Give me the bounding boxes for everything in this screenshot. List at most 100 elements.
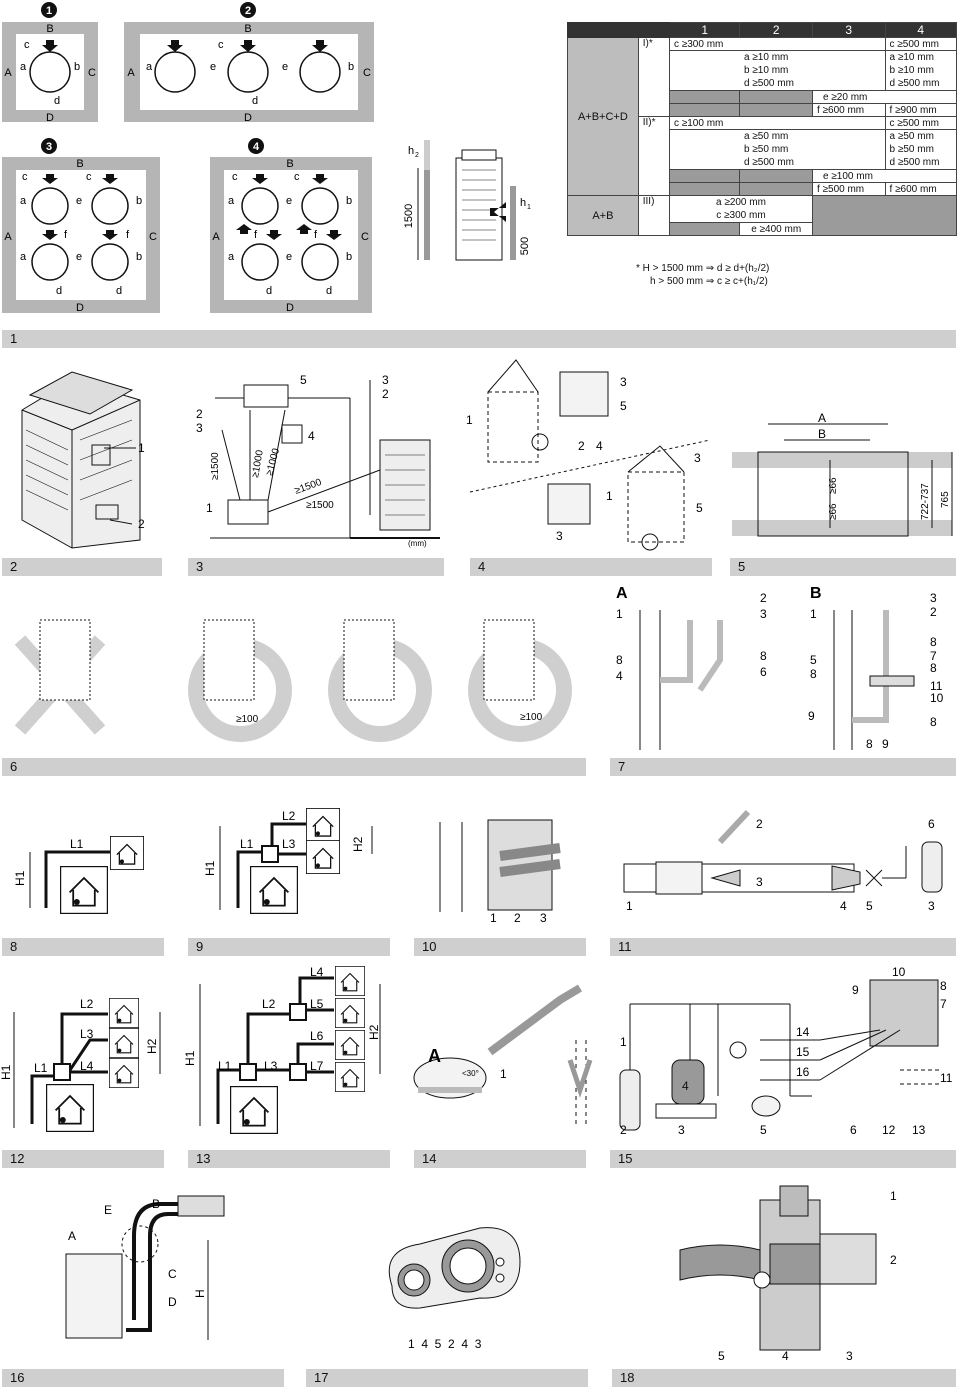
section-bar-18: 18 xyxy=(612,1369,956,1387)
svg-text:H2: H2 xyxy=(351,836,365,852)
svg-text:f: f xyxy=(126,229,130,241)
svg-text:L2: L2 xyxy=(80,997,94,1011)
section-bar-14: 14 xyxy=(414,1150,586,1168)
svg-text:1 4 5 2 4 3: 1 4 5 2 4 3 xyxy=(408,1337,482,1351)
svg-text:H1: H1 xyxy=(203,860,217,876)
svg-text:c: c xyxy=(86,171,92,183)
svg-text:11: 11 xyxy=(940,1071,953,1085)
label-B: B xyxy=(46,23,53,35)
svg-text:3: 3 xyxy=(678,1123,685,1137)
section-bar-10: 10 xyxy=(414,938,586,956)
svg-text:A: A xyxy=(68,1229,76,1243)
svg-text:3: 3 xyxy=(694,451,701,465)
fig8-piping-1 xyxy=(29,836,144,914)
section-bar-6: 6 xyxy=(2,758,586,776)
fig16-oil-trap xyxy=(65,1195,225,1340)
svg-text:10: 10 xyxy=(930,691,944,705)
svg-text:7: 7 xyxy=(940,997,947,1011)
svg-text:L1: L1 xyxy=(34,1061,48,1075)
svg-text:L1: L1 xyxy=(240,837,254,851)
fig11-brazing xyxy=(623,809,943,895)
svg-text:L3: L3 xyxy=(80,1027,94,1041)
svg-text:L2: L2 xyxy=(282,809,296,823)
svg-text:2: 2 xyxy=(245,5,251,17)
svg-text:8: 8 xyxy=(866,737,873,751)
label-A: A xyxy=(4,67,12,79)
svg-text:3: 3 xyxy=(930,591,937,605)
svg-text:2: 2 xyxy=(415,152,419,159)
svg-text:B: B xyxy=(244,23,251,35)
svg-text:8: 8 xyxy=(930,715,937,729)
layout-3: 3 B D A C c c a e b f f a e b d d xyxy=(2,138,160,314)
svg-text:8: 8 xyxy=(760,649,767,663)
svg-text:A: A xyxy=(212,231,220,243)
svg-text:A: A xyxy=(428,1046,441,1066)
svg-text:≥1000: ≥1000 xyxy=(250,449,266,479)
svg-text:15: 15 xyxy=(796,1045,810,1059)
svg-text:500: 500 xyxy=(519,237,531,255)
clearance-table: 1 2 3 4 A+B+C+D I)* c ≥300 mm c ≥500 mm … xyxy=(567,22,958,236)
svg-text:1: 1 xyxy=(490,911,497,925)
layout-1: 1 B D A C c a b d xyxy=(2,2,98,124)
svg-text:D: D xyxy=(168,1295,177,1309)
fig15-vacuum xyxy=(619,979,940,1131)
svg-text:1: 1 xyxy=(606,489,613,503)
svg-text:b: b xyxy=(74,61,80,73)
badge-1: 1 xyxy=(46,5,52,17)
fig17-insulation xyxy=(388,1227,521,1309)
svg-text:C: C xyxy=(168,1267,177,1281)
section-bar-13: 13 xyxy=(188,1150,390,1168)
svg-text:3: 3 xyxy=(760,607,767,621)
svg-text:11: 11 xyxy=(930,679,943,693)
svg-text:d: d xyxy=(54,95,60,107)
label-C: C xyxy=(88,67,96,79)
svg-text:3: 3 xyxy=(540,911,547,925)
svg-text:L5: L5 xyxy=(310,997,324,1011)
section-bar-5: 5 xyxy=(730,558,956,576)
svg-text:H1: H1 xyxy=(13,870,27,886)
svg-text:10: 10 xyxy=(892,965,906,979)
svg-text:5: 5 xyxy=(810,653,817,667)
svg-text:e: e xyxy=(286,195,292,207)
svg-text:722-737: 722-737 xyxy=(920,483,931,520)
svg-text:3: 3 xyxy=(928,899,935,913)
svg-text:4: 4 xyxy=(682,1079,689,1093)
svg-text:9: 9 xyxy=(808,709,815,723)
svg-text:≥1500: ≥1500 xyxy=(210,452,221,480)
fig9-piping-2 xyxy=(219,808,373,914)
svg-text:1: 1 xyxy=(616,607,623,621)
svg-text:L3: L3 xyxy=(264,1059,278,1073)
fig12-piping-3 xyxy=(13,998,161,1132)
fig2-outdoor-unit xyxy=(21,371,141,549)
svg-text:f: f xyxy=(64,229,68,241)
svg-text:c: c xyxy=(232,171,238,183)
svg-text:3: 3 xyxy=(46,141,52,153)
svg-text:B: B xyxy=(286,158,293,170)
svg-text:9: 9 xyxy=(852,983,859,997)
fig7-valves xyxy=(639,610,915,750)
svg-text:H2: H2 xyxy=(145,1038,159,1054)
section-bar-4: 4 xyxy=(470,558,712,576)
svg-text:16: 16 xyxy=(796,1065,810,1079)
svg-text:4: 4 xyxy=(840,899,847,913)
svg-text:1: 1 xyxy=(890,1189,897,1203)
svg-text:1: 1 xyxy=(138,441,145,455)
svg-text:≥1500: ≥1500 xyxy=(293,477,323,497)
group-ab: A+B xyxy=(567,195,639,236)
svg-text:1: 1 xyxy=(527,204,531,211)
svg-text:f: f xyxy=(314,229,318,241)
fig3-wiring xyxy=(210,380,440,539)
fig14-branch xyxy=(413,984,593,1128)
fig4-lifting xyxy=(469,359,711,551)
layout-4: 4 B D A C c c a e b f f a e b d d xyxy=(210,138,372,314)
svg-text:a: a xyxy=(20,195,27,207)
svg-text:e: e xyxy=(282,61,288,73)
svg-text:2: 2 xyxy=(930,605,937,619)
svg-text:d: d xyxy=(326,285,332,297)
svg-text:6: 6 xyxy=(760,665,767,679)
svg-text:L1: L1 xyxy=(218,1059,232,1073)
svg-text:c: c xyxy=(294,171,300,183)
svg-text:L2: L2 xyxy=(262,997,276,1011)
svg-text:e: e xyxy=(286,251,292,263)
svg-text:3: 3 xyxy=(846,1349,853,1363)
